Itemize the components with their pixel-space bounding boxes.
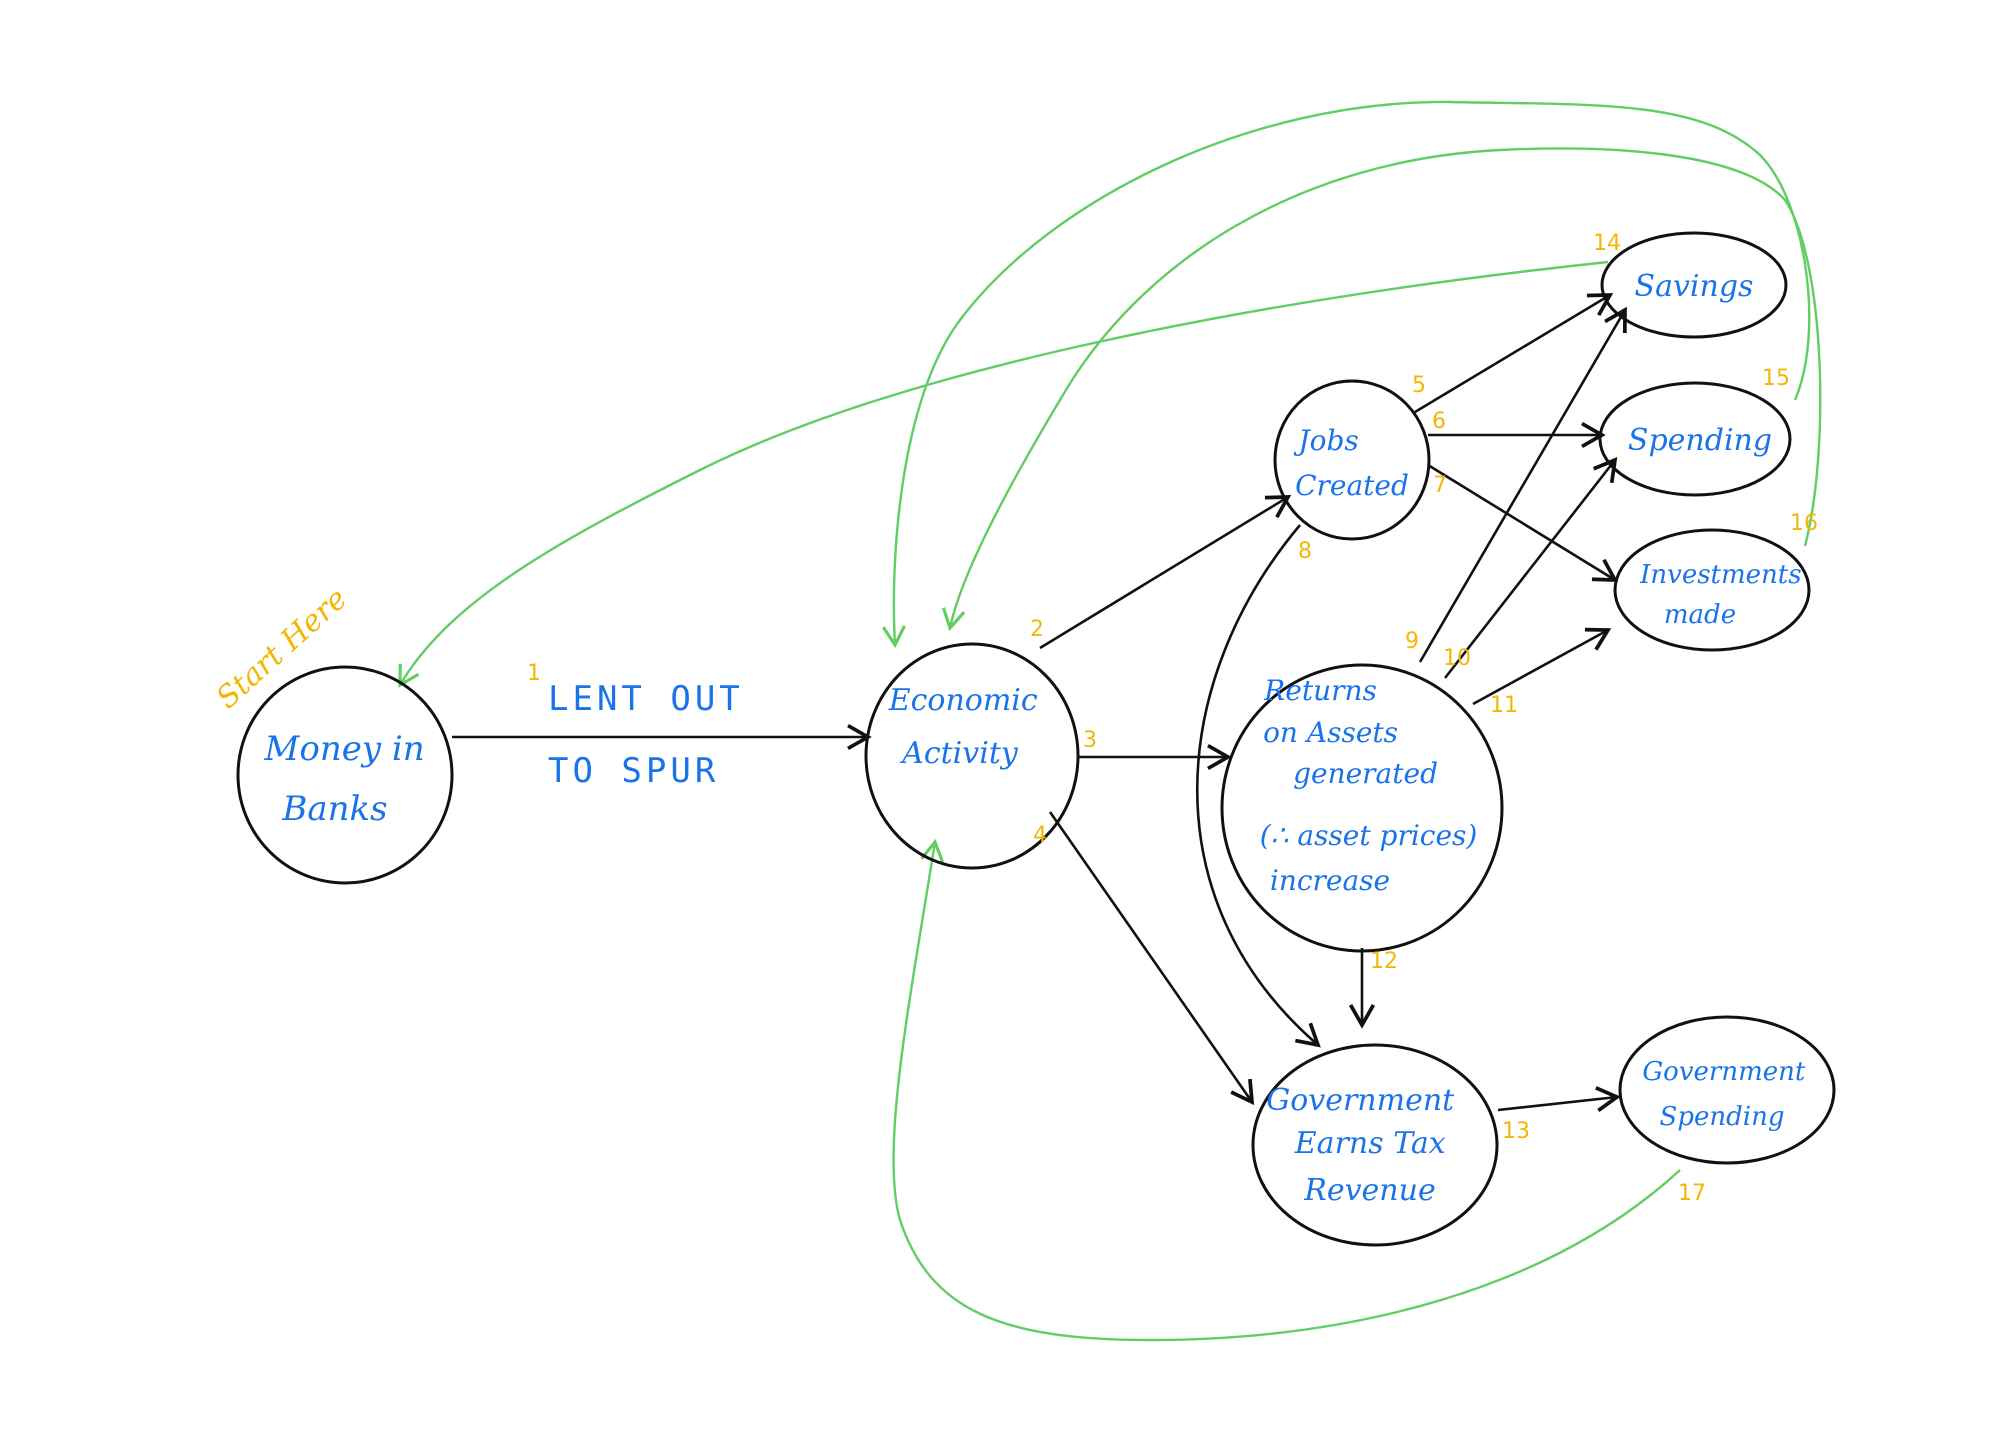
step-number: 11	[1490, 693, 1518, 718]
svg-text:Jobs Created: Jobs Created	[1293, 424, 1409, 502]
svg-text:Government Earns Tax: Government Earns Tax Revenue	[1266, 1083, 1464, 1208]
node-label-line: Spending	[1660, 1102, 1785, 1132]
step-number: 1	[527, 661, 541, 686]
svg-text:Spending: Spending	[1628, 423, 1772, 458]
edge-label-lent-out: LENT OUT TO SPUR	[548, 679, 768, 791]
edge-returns-to-investments	[1472, 627, 1612, 706]
node-label-line: Money in	[264, 729, 425, 769]
svg-text:Money in Banks: Money in Banks	[264, 729, 436, 829]
node-label-line: Created	[1295, 469, 1409, 502]
step-number: 4	[1033, 823, 1047, 848]
node-economic-activity: Economic Activity	[864, 642, 1080, 870]
edge-investments-to-economic-activity	[941, 147, 1822, 632]
node-label-line: (∴ asset prices)	[1260, 819, 1478, 852]
step-number: 8	[1298, 539, 1312, 564]
svg-text:Economic Activity: Economic Activity	[888, 683, 1048, 771]
edge-returns-to-savings	[1418, 306, 1627, 663]
step-number: 15	[1762, 366, 1790, 391]
svg-text:Savings: Savings	[1635, 269, 1754, 304]
node-label-line: Banks	[281, 789, 387, 829]
step-number: 13	[1502, 1119, 1530, 1144]
edge-returns-to-spending	[1443, 457, 1618, 679]
node-label-line: Jobs	[1293, 424, 1358, 457]
node-label-line: Activity	[899, 736, 1019, 771]
node-savings: Savings	[1600, 231, 1788, 339]
edge-jobs-to-government-tax	[1195, 524, 1321, 1048]
node-label-line: generated	[1293, 757, 1438, 790]
node-label-line: made	[1664, 600, 1736, 630]
node-label-line: Economic	[888, 683, 1038, 718]
step-number: 6	[1432, 409, 1446, 434]
node-label-line: Revenue	[1303, 1173, 1435, 1208]
edge-savings-to-banks	[398, 260, 1609, 688]
node-jobs-created: Jobs Created	[1273, 379, 1431, 541]
node-government-earns-tax: Government Earns Tax Revenue	[1251, 1043, 1499, 1247]
node-label-line: Earns Tax	[1294, 1126, 1446, 1161]
edge-government-tax-to-government-spending	[1497, 1086, 1621, 1113]
edge-spending-to-economic-activity	[882, 100, 1811, 649]
node-label-line: Investments	[1639, 560, 1801, 590]
step-number: 17	[1678, 1181, 1706, 1206]
step-number: 9	[1405, 629, 1419, 654]
node-label-line: Returns	[1263, 674, 1377, 707]
svg-text:Investments made: Investments made	[1639, 560, 1810, 630]
node-government-spending: Government Spending	[1618, 1015, 1836, 1165]
node-label-line: Government	[1642, 1057, 1805, 1087]
node-money-in-banks: Money in Banks	[236, 665, 454, 885]
node-label-line: Spending	[1628, 423, 1772, 458]
svg-text:Government Spending: Government Spending	[1642, 1057, 1813, 1132]
step-number: 3	[1083, 728, 1097, 753]
node-returns-on-assets: Returns on Assets generated (∴ asset pri…	[1220, 663, 1504, 953]
step-number: 12	[1370, 949, 1398, 974]
step-number: 7	[1433, 473, 1447, 498]
node-label-line: increase	[1270, 864, 1390, 897]
step-numbers: 1 2 3 4 5 6 7 8 9 10 11 12 13 14 15 16 1…	[527, 231, 1818, 1206]
step-number: 5	[1412, 373, 1426, 398]
node-label-line: on Assets	[1263, 716, 1398, 749]
step-number: 14	[1593, 231, 1621, 256]
edge-jobs-to-savings	[1414, 293, 1614, 414]
edge-label-line: LENT OUT	[548, 679, 744, 719]
edge-jobs-to-investments	[1427, 463, 1619, 582]
node-investments-made: Investments made	[1613, 528, 1811, 652]
edge-economic-to-jobs	[1039, 495, 1292, 650]
start-here-annotation: Start Here	[210, 581, 354, 716]
step-number: 2	[1030, 617, 1044, 642]
node-label-line: Government	[1266, 1083, 1455, 1118]
step-number: 10	[1443, 646, 1471, 671]
node-spending: Spending	[1598, 381, 1792, 497]
edge-label-line: TO SPUR	[548, 751, 719, 791]
svg-text:Returns on Assets: Returns on Assets generated (∴ asset pri…	[1260, 674, 1487, 897]
step-number: 16	[1790, 511, 1818, 536]
edge-economic-to-government-tax	[1048, 811, 1255, 1106]
node-label-line: Savings	[1635, 269, 1754, 304]
edge-government-spending-to-economic-activity	[892, 838, 1681, 1342]
